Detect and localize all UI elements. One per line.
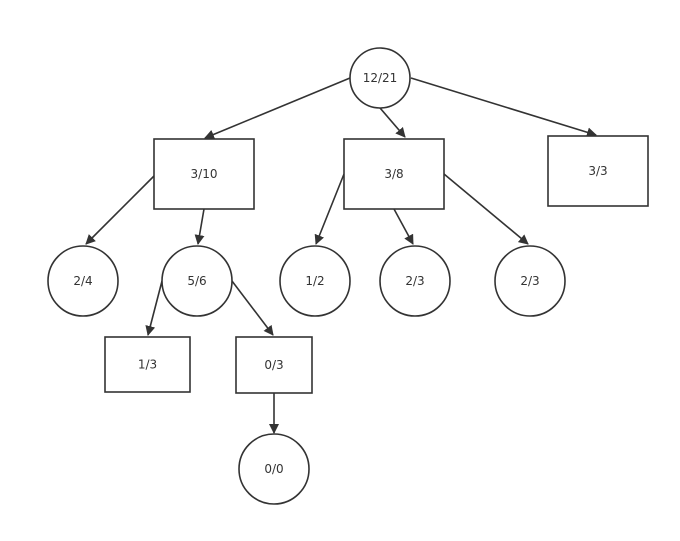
node-label: 3/10 (191, 167, 218, 181)
edge-arrow-root-to-c (410, 77, 597, 138)
circle-node-shape (47, 245, 119, 317)
node-label: 0/0 (264, 462, 283, 476)
node-label: 2/3 (405, 274, 424, 288)
circle-node-shape (238, 433, 310, 505)
edges-layer (85, 77, 597, 434)
tree-node-a2a: 1/3 (104, 336, 191, 393)
tree-node-c: 3/3 (547, 135, 649, 207)
tree-node-a2b: 0/3 (235, 336, 313, 394)
tree-node-b3: 2/3 (494, 245, 566, 317)
edge-arrow-a-to-a1 (85, 175, 155, 245)
circle-node-shape (279, 245, 351, 317)
tree-node-a2: 5/6 (161, 245, 233, 317)
edge-arrow-b-to-b1 (314, 173, 345, 245)
edge-arrow-b-to-b2 (393, 208, 414, 245)
tree-node-a: 3/10 (153, 138, 255, 210)
node-label: 3/3 (588, 164, 607, 178)
tree-node-b: 3/8 (343, 138, 445, 210)
node-label: 2/4 (73, 274, 92, 288)
edge-arrow-a-to-a2 (194, 208, 205, 245)
tree-node-a1: 2/4 (47, 245, 119, 317)
rect-node-shape (153, 138, 255, 210)
node-label: 1/3 (138, 358, 157, 372)
node-label: 12/21 (363, 71, 398, 85)
node-label: 5/6 (187, 274, 206, 288)
edge-arrow-b-to-b3 (443, 173, 529, 245)
tree-node-b1: 1/2 (279, 245, 351, 317)
edge-arrow-a2-to-a2a (145, 280, 163, 336)
node-label: 1/2 (305, 274, 324, 288)
tree-node-b2: 2/3 (379, 245, 451, 317)
node-label: 0/3 (264, 358, 283, 372)
node-label: 2/3 (520, 274, 539, 288)
edge-arrow-root-to-a (204, 77, 351, 140)
circle-node-shape (379, 245, 451, 317)
tree-node-leaf: 0/0 (238, 433, 310, 505)
circle-node-shape (494, 245, 566, 317)
nodes-layer: 12/21 3/10 3/8 3/3 2/4 5/6 1/2 2/3 2/3 1/3 0/3 0/0 (47, 47, 649, 505)
edge-arrow-a2-to-a2b (231, 280, 274, 336)
rect-node-shape (343, 138, 445, 210)
rect-node-shape (104, 336, 191, 393)
edge-arrow-root-to-b (379, 107, 406, 138)
circle-node-shape (161, 245, 233, 317)
circle-node-shape (349, 47, 411, 109)
rect-node-shape (547, 135, 649, 207)
rect-node-shape (235, 336, 313, 394)
node-label: 3/8 (384, 167, 403, 181)
tree-node-root: 12/21 (349, 47, 411, 109)
